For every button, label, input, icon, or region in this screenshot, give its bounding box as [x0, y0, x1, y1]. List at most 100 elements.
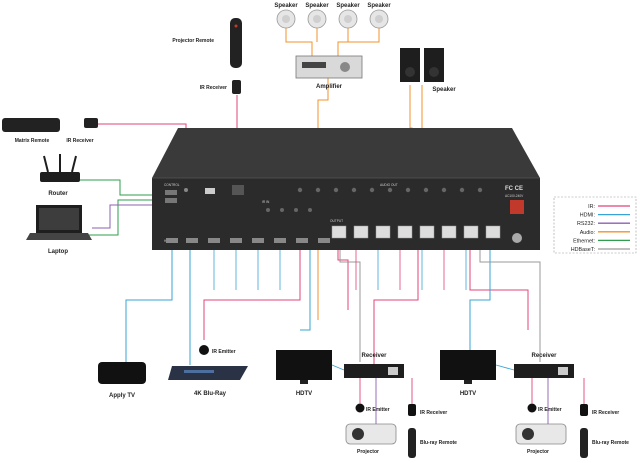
ir-receiver-top-label: IR Receiver	[200, 85, 227, 91]
hdmi-cables	[125, 248, 491, 365]
ir-receiver-1-icon	[408, 404, 416, 416]
hdbaset-output-ports	[331, 225, 501, 239]
speaker-4-label: Speaker	[367, 3, 391, 9]
hdmi-input-drops	[213, 250, 281, 290]
projector-2-label: Projector	[527, 449, 549, 455]
hdtv-2-icon	[440, 350, 496, 380]
rs232-cables	[92, 204, 165, 229]
projector-remote: Projector Remote	[172, 18, 242, 68]
matrix-switcher: CONTROL HDMI IN IR IN AUDIO OUT OUTPUT F…	[152, 128, 540, 250]
apple-tv-icon	[98, 362, 146, 384]
bottom-links	[331, 364, 585, 424]
legend-label-1: HDMI:	[580, 213, 595, 219]
hdtv-1-icon	[276, 350, 332, 380]
ir-emitter-1-label: IR Emitter	[366, 407, 390, 413]
hdtv-1-label: HDTV	[296, 391, 312, 397]
speaker-2-label: Speaker	[305, 3, 329, 9]
audio-out-jacks	[297, 187, 483, 193]
apple-tv: Apply TV	[98, 362, 146, 399]
laptop-label: Laptop	[48, 249, 68, 255]
bluray-remote-1-icon	[408, 428, 416, 458]
ceiling-speaker-3: Speaker	[336, 3, 360, 29]
legend-label-0: IR:	[588, 204, 595, 210]
bluray-remote-2-label: Blu-ray Remote	[592, 440, 629, 446]
bluray-player-label: 4K Blu-Ray	[194, 391, 227, 397]
ir-emitter-2: IR Emitter	[527, 403, 562, 413]
hdtv-1: HDTV	[276, 350, 332, 397]
ir-emitter-1-icon	[355, 403, 365, 413]
ir-emitter-bluray-icon	[199, 345, 209, 355]
router-icon	[40, 172, 80, 182]
panel-audio-out-label: AUDIO OUT	[380, 183, 398, 187]
ir-receiver-2-label: IR Receiver	[592, 410, 619, 416]
speaker-3-label: Speaker	[336, 3, 360, 9]
bluray-remote-1: Blu-ray Remote	[408, 428, 457, 458]
laptop: Laptop	[26, 205, 92, 255]
ceiling-speaker-4: Speaker	[367, 3, 391, 29]
legend-label-5: HDBaseT:	[571, 247, 595, 253]
panel-output-label: OUTPUT	[330, 219, 343, 223]
projector-1: Projector	[345, 423, 397, 455]
hdmi-input-ports	[166, 238, 330, 243]
ir-receiver-left: IR Receiver	[66, 118, 98, 144]
power-switch[interactable]	[510, 200, 524, 214]
speaker-1-label: Speaker	[274, 3, 298, 9]
hdbaset-cables	[339, 248, 541, 362]
panel-power-label: AC100-240V	[505, 194, 524, 198]
hdbaset-receiver-1: Receiver	[344, 353, 404, 378]
ceiling-speaker-1: Speaker	[274, 3, 298, 29]
panel-control-label: CONTROL	[164, 183, 180, 187]
router: Router	[40, 154, 80, 197]
ethernet-port[interactable]	[165, 198, 177, 203]
cable-legend: IR: HDMI: RS232: Audio: Ethernet: HDBaseT:	[553, 196, 637, 254]
control-port[interactable]	[165, 190, 177, 195]
ir-emitter-bluray-label: IR Emitter	[212, 349, 236, 355]
panel-ir-in-label: IR IN	[262, 200, 270, 204]
hdtv-2-label: HDTV	[460, 391, 476, 397]
apple-tv-label: Apply TV	[109, 393, 135, 399]
router-label: Router	[48, 191, 68, 197]
remote-icon	[230, 18, 242, 68]
projector-1-label: Projector	[357, 449, 379, 455]
power-connector[interactable]	[512, 233, 522, 243]
bluray-remote-1-label: Blu-ray Remote	[420, 440, 457, 446]
ethernet-cables	[80, 179, 163, 236]
matrix-remote-label: Matrix Remote	[15, 138, 50, 144]
legend-label-4: Ethernet:	[573, 238, 595, 244]
ir-emitter-2-label: IR Emitter	[538, 407, 562, 413]
bluray-remote-2: Blu-ray Remote	[580, 428, 629, 458]
output-drops	[355, 250, 467, 290]
amplifier-label: Amplifier	[316, 84, 343, 90]
matrix-remote: Matrix Remote	[2, 118, 60, 144]
ir-receiver-left-icon	[84, 118, 98, 128]
rs232-port[interactable]	[205, 188, 215, 194]
legend-label-2: RS232:	[577, 221, 595, 227]
amplifier: Amplifier	[295, 55, 363, 90]
hdbaset-receiver-2: Receiver	[514, 353, 574, 378]
legend-label-3: Audio:	[580, 230, 595, 236]
ir-emitter-2-icon	[527, 403, 537, 413]
ir-port-block[interactable]	[232, 185, 244, 195]
ir-receiver-left-label: IR Receiver	[66, 138, 93, 144]
projector-remote-label: Projector Remote	[172, 38, 214, 44]
ir-emitter-bluray: IR Emitter	[199, 345, 236, 355]
ir-receiver-top: IR Receiver	[200, 80, 241, 94]
ceiling-speaker-2: Speaker	[305, 3, 329, 29]
bookshelf-speakers: Speaker	[400, 48, 456, 93]
ir-emitter-1: IR Emitter	[355, 403, 390, 413]
hdtv-2: HDTV	[440, 350, 496, 397]
bluray-player: 4K Blu-Ray	[168, 366, 248, 397]
projector-2: Projector	[515, 423, 567, 455]
ir-receiver-2-icon	[580, 404, 588, 416]
receiver-2-label: Receiver	[531, 353, 557, 359]
receiver-1-label: Receiver	[361, 353, 387, 359]
ir-eye-port[interactable]	[184, 188, 188, 192]
ir-receiver-1-label: IR Receiver	[420, 410, 447, 416]
ir-receiver-1: IR Receiver	[408, 404, 447, 416]
ir-receiver-icon	[232, 80, 241, 94]
ir-in-jacks	[266, 208, 312, 212]
matrix-remote-icon	[2, 118, 60, 132]
bluray-remote-2-icon	[580, 428, 588, 458]
ir-receiver-2: IR Receiver	[580, 404, 619, 416]
